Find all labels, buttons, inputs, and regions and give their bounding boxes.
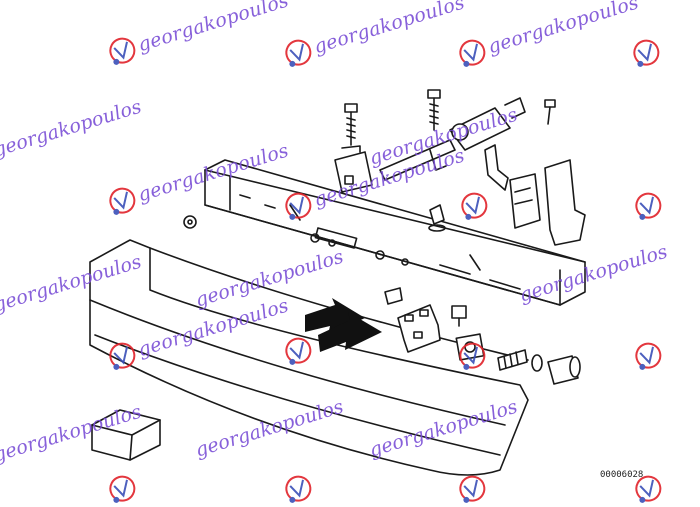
watermark-logo: georgakopoulos — [454, 0, 643, 71]
georgakopoulos-logo-icon — [109, 37, 136, 65]
georgakopoulos-logo-icon — [109, 342, 136, 370]
georgakopoulos-logo-icon — [459, 475, 486, 503]
georgakopoulos-logo-icon — [633, 39, 660, 67]
side-bracket-clip — [544, 159, 586, 246]
georgakopoulos-logo-icon — [285, 39, 312, 67]
georgakopoulos-logo-icon — [285, 192, 312, 220]
georgakopoulos-logo-icon — [109, 475, 136, 503]
spare-block — [91, 409, 161, 461]
watermark-logo: georgakopoulos — [280, 0, 469, 71]
georgakopoulos-logo-icon — [635, 475, 662, 503]
mounting-plate — [397, 304, 441, 353]
plug-cap — [547, 355, 581, 385]
diagram-part-code: 00006028 — [600, 470, 644, 480]
impact-absorber — [379, 97, 526, 181]
georgakopoulos-logo-icon — [459, 342, 486, 370]
watermark-logo: georgakopoulos — [104, 136, 293, 220]
georgakopoulos-logo-icon — [109, 187, 136, 215]
watermark-logo — [630, 337, 667, 374]
watermark-logo — [280, 470, 317, 507]
bolt-center — [427, 89, 441, 131]
watermark-logo — [104, 470, 141, 507]
side-bracket-block — [509, 173, 541, 229]
washer-right — [531, 354, 543, 372]
watermark-logo: georgakopoulos — [280, 141, 469, 225]
watermark-logo — [628, 34, 665, 71]
pointer-arrows — [305, 298, 382, 352]
watermark-logo — [454, 337, 491, 374]
bolt-left — [344, 103, 358, 146]
watermark-logo — [454, 470, 491, 507]
georgakopoulos-logo-icon — [461, 192, 488, 220]
watermark-logo — [280, 332, 317, 369]
clip-center — [428, 204, 446, 232]
spring-screw — [497, 349, 528, 371]
watermark-logo — [456, 187, 493, 224]
watermark-logo — [630, 187, 667, 224]
georgakopoulos-logo-icon — [459, 39, 486, 67]
georgakopoulos-logo-icon — [635, 342, 662, 370]
georgakopoulos-logo-icon — [285, 475, 312, 503]
watermark-logo: georgakopoulos — [104, 291, 293, 375]
side-bracket-upper — [484, 144, 509, 191]
plate-bolt — [451, 305, 467, 327]
mounting-bracket-left — [334, 145, 373, 193]
bolt-right — [544, 99, 556, 125]
nut-left — [183, 215, 197, 229]
small-clip-above-plate — [384, 287, 403, 305]
watermark-logo — [630, 470, 667, 507]
georgakopoulos-logo-icon — [635, 192, 662, 220]
watermark-logo: georgakopoulos — [104, 0, 293, 69]
georgakopoulos-logo-icon — [285, 337, 312, 365]
